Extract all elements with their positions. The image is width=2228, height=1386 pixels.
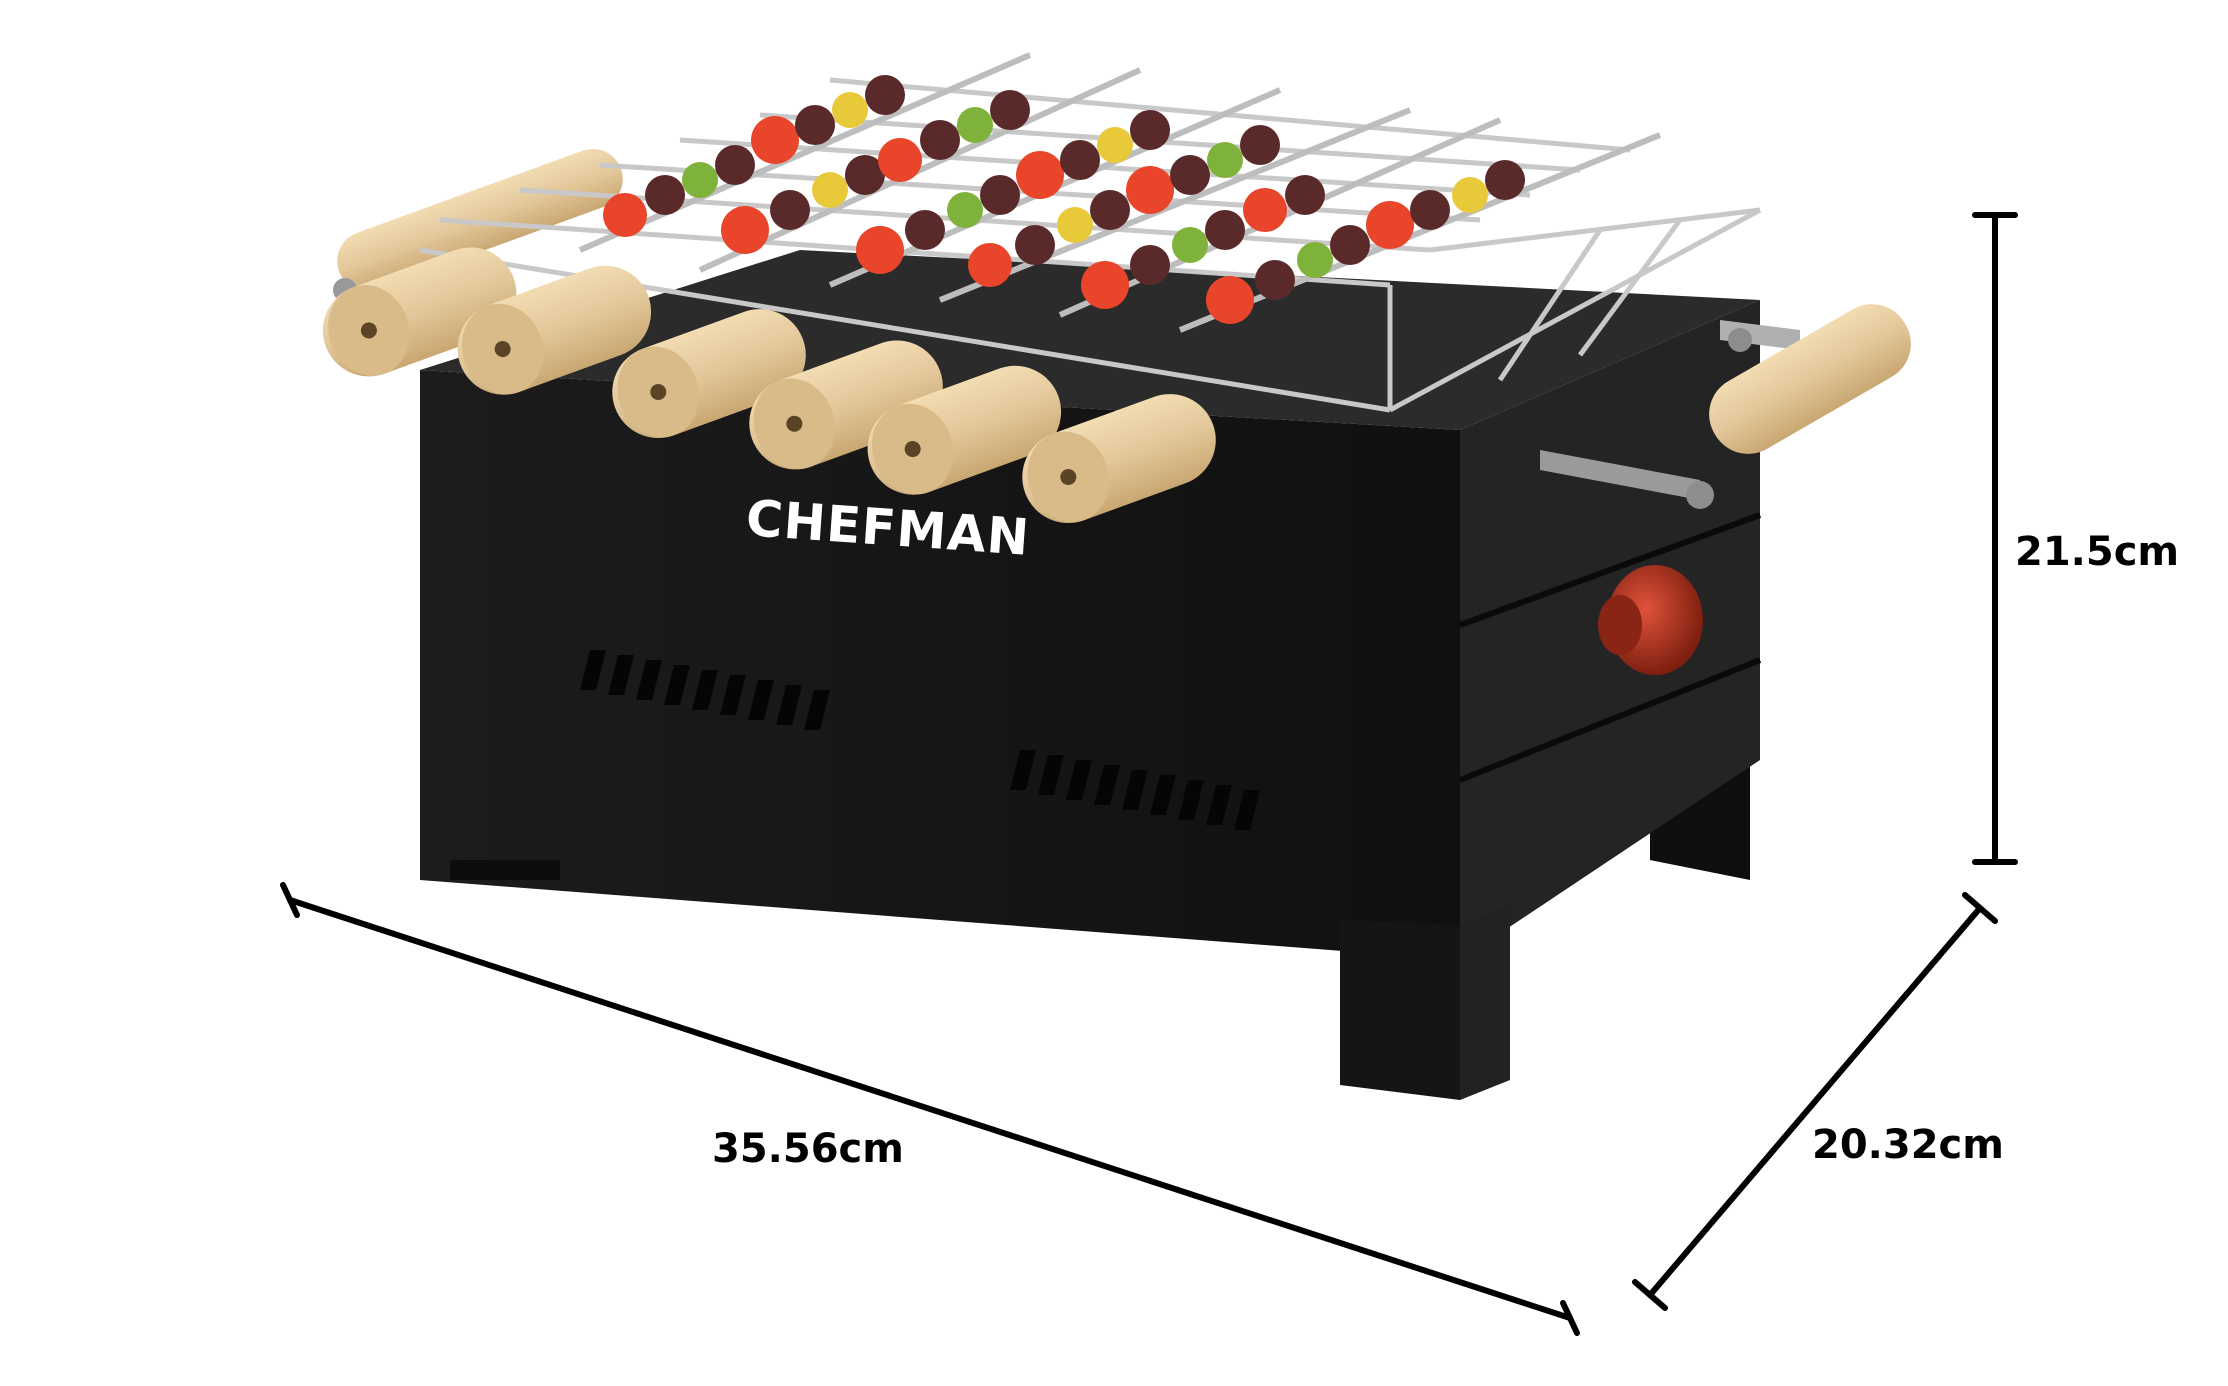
skewer-handles [322, 247, 1216, 524]
skewer-handle-2 [457, 265, 652, 395]
skewer-1 [578, 52, 1032, 253]
vent-slots-left [580, 650, 830, 730]
depth-label: 20.32cm [1812, 1122, 2004, 1168]
skewer-handle-1 [322, 247, 517, 377]
skewer-5 [1058, 117, 1502, 318]
length-label: 35.56cm [712, 1126, 904, 1172]
skewers [578, 52, 1662, 333]
skewer-3 [828, 87, 1282, 288]
vent-slots-right [1010, 750, 1260, 830]
skewer-2 [698, 67, 1142, 273]
depth-dimension [1632, 892, 1998, 1311]
height-dimension [1972, 212, 2018, 865]
front-leg-left [450, 860, 560, 880]
front-leg-right [1340, 920, 1460, 1100]
skewer-handle-6 [1022, 394, 1216, 524]
skewer-handle-5 [867, 365, 1062, 495]
height-label: 21.5cm [2015, 529, 2179, 575]
skewer-handle-4 [749, 340, 943, 470]
grill-front-face [420, 370, 1460, 960]
skewer-6 [1178, 132, 1662, 333]
side-handle [1540, 304, 1911, 509]
skewer-4 [938, 107, 1412, 303]
length-dimension [280, 882, 1580, 1336]
knob-icon [1598, 565, 1703, 675]
skewer-handle-3 [612, 309, 806, 439]
